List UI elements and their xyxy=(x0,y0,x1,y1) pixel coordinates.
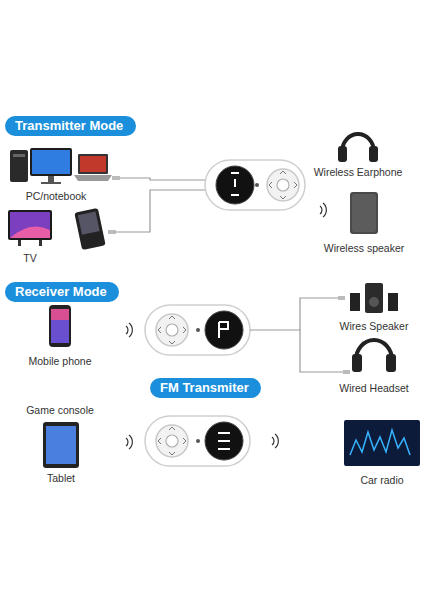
device-label: Wireless speaker xyxy=(324,242,405,255)
mode-banner: Receiver Mode xyxy=(5,282,119,302)
device-label: Car radio xyxy=(360,474,403,487)
device-label: TV xyxy=(23,252,36,265)
device-label: Mobile phone xyxy=(28,355,91,368)
mode-title: FM Transmiter xyxy=(160,380,251,396)
device-label: Wireless Earphone xyxy=(314,166,403,179)
device-label: Wired Headset xyxy=(339,382,408,395)
device-label: Wires Speaker xyxy=(340,320,409,333)
mode-banner: FM Transmiter xyxy=(150,378,261,398)
mode-title: Transmitter Mode xyxy=(15,118,126,134)
device-label: Game console xyxy=(26,404,94,417)
mode-banner: Transmitter Mode xyxy=(5,116,136,136)
device-label: PC/notebook xyxy=(26,190,87,203)
device-label: Tablet xyxy=(47,472,75,485)
mode-title: Receiver Mode xyxy=(15,284,109,300)
